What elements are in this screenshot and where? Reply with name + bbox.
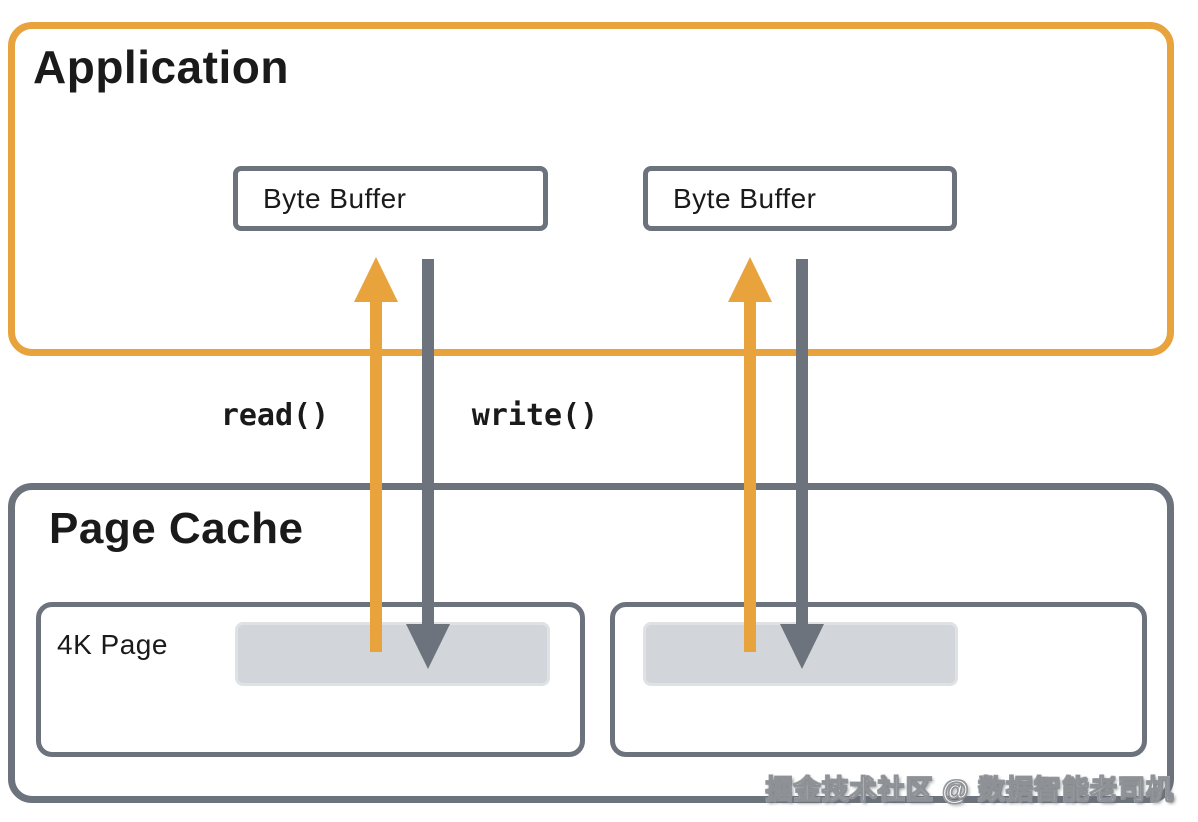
byte-buffer-box-right: Byte Buffer — [643, 166, 957, 231]
cached-page-region-left — [235, 622, 550, 686]
cached-page-region-right — [643, 622, 958, 686]
page-cache-box: Page Cache 4K Page — [8, 483, 1174, 803]
byte-buffer-label-left: Byte Buffer — [263, 182, 407, 214]
read-call-label: read() — [220, 398, 330, 433]
application-box: Application Byte Buffer Byte Buffer — [8, 22, 1174, 356]
byte-buffer-box-left: Byte Buffer — [233, 166, 548, 231]
page-frame-box-left: 4K Page — [36, 602, 585, 757]
watermark: 掘金技术社区 @ 数据智能老司机 — [765, 775, 1174, 806]
write-call-label: write() — [471, 398, 599, 433]
byte-buffer-label-right: Byte Buffer — [673, 182, 817, 214]
page-frame-box-right — [610, 602, 1147, 757]
application-title: Application — [33, 41, 289, 93]
4k-page-label: 4K Page — [57, 629, 168, 660]
page-cache-title: Page Cache — [49, 504, 304, 553]
